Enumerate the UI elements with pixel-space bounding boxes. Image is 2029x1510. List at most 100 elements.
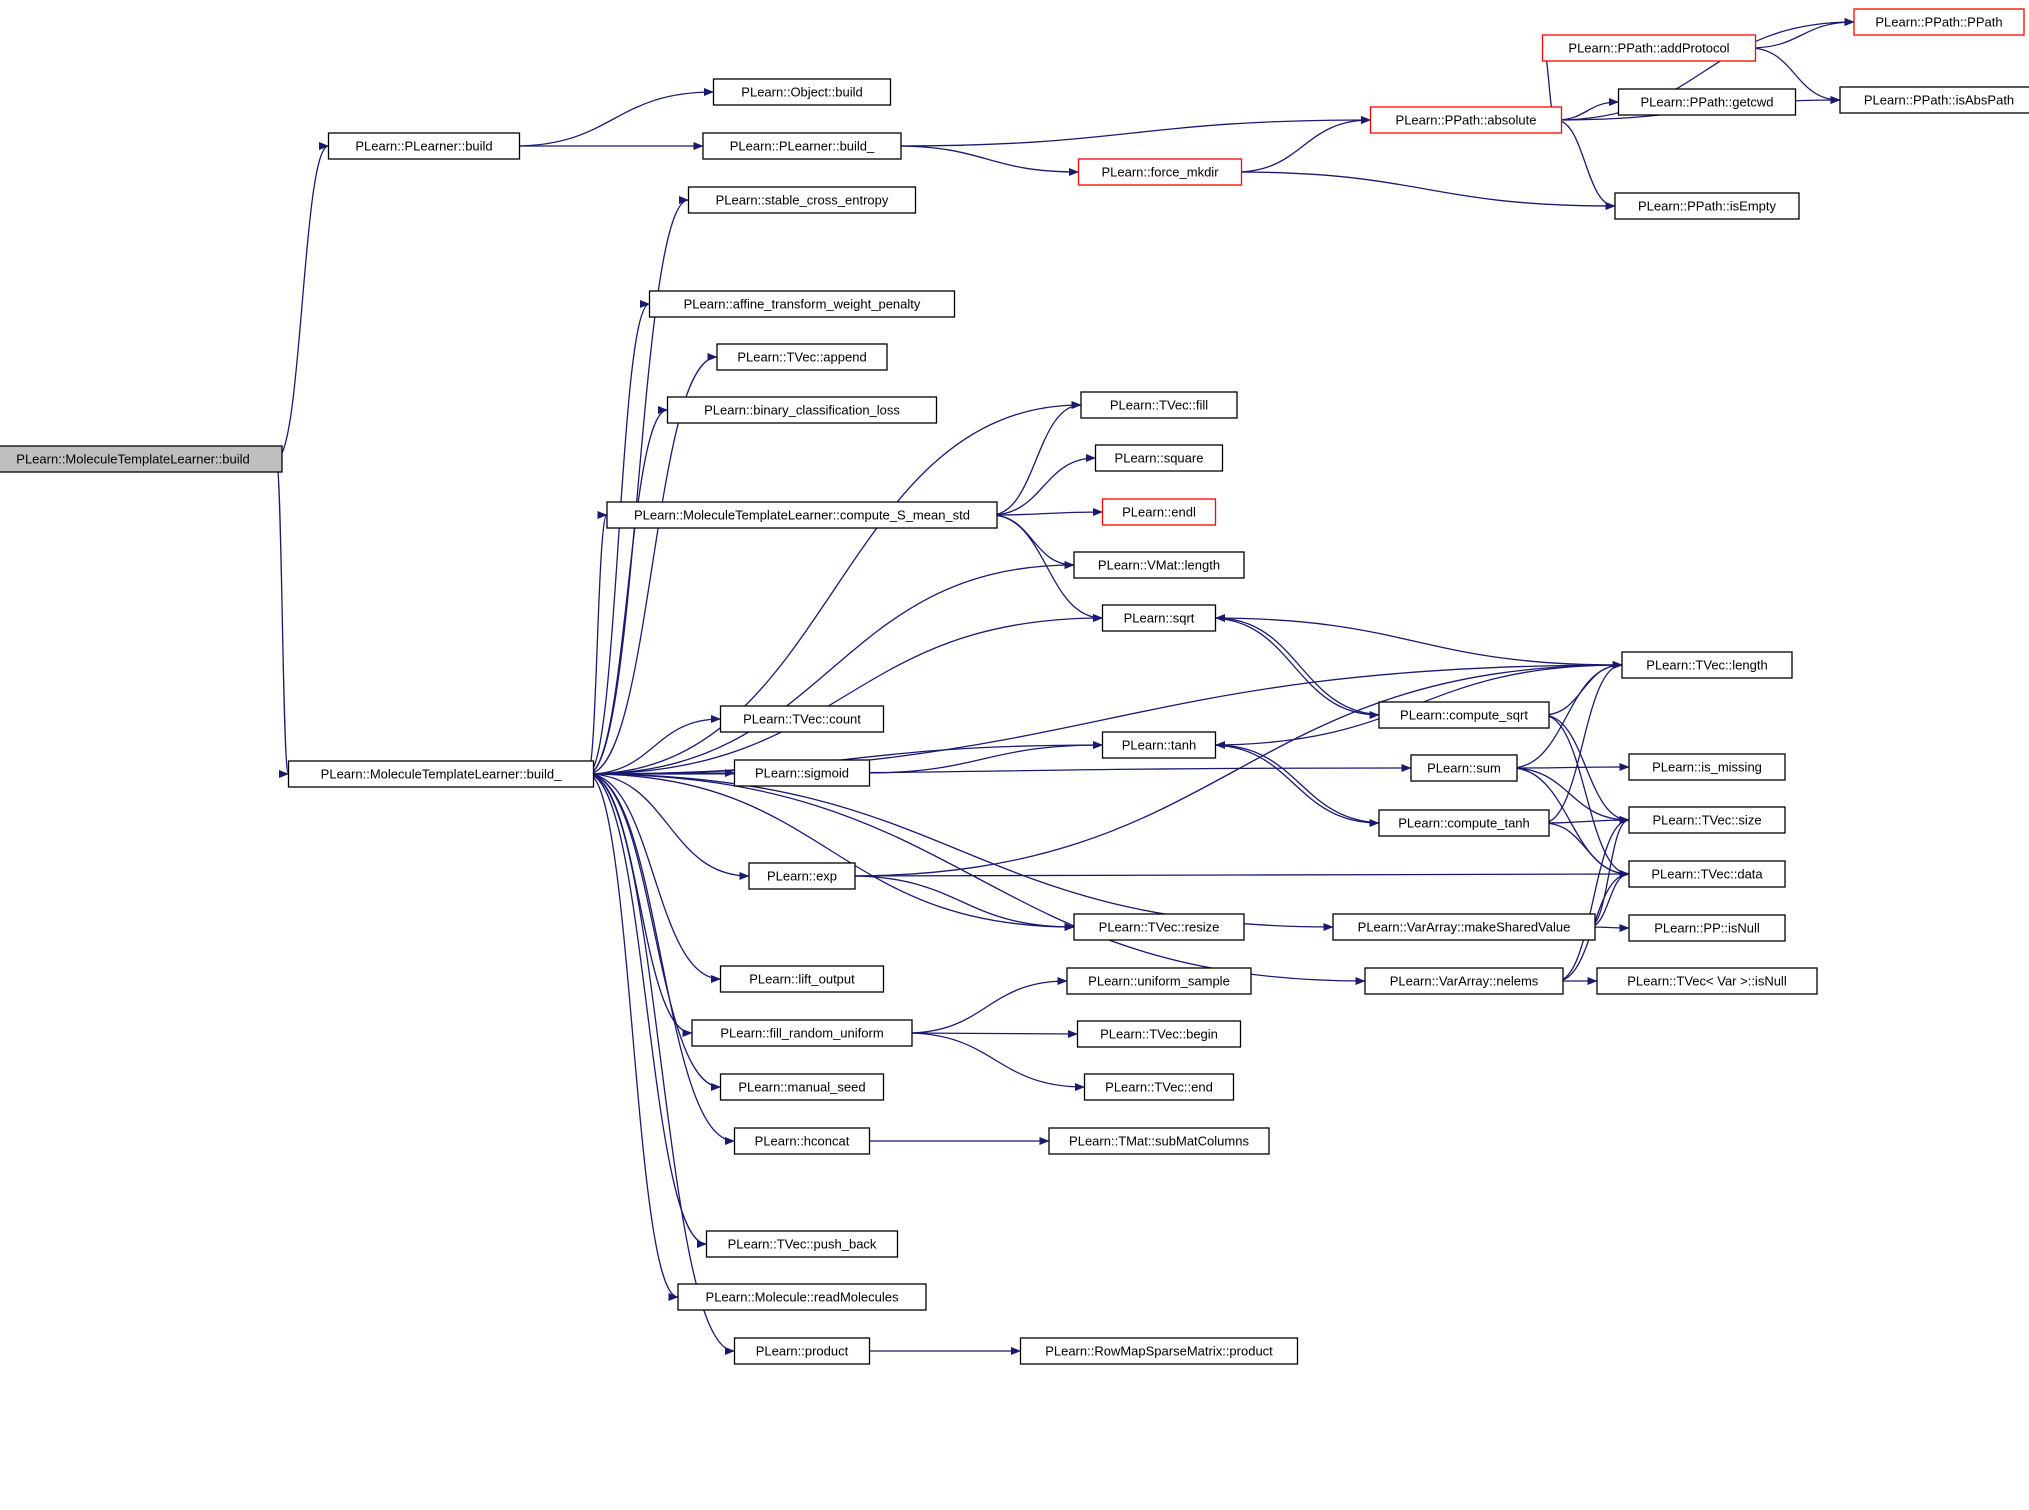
node-tvec-var-isnull[interactable]: PLearn::TVec< Var >::isNull [1596, 967, 1818, 995]
node-sqrt[interactable]: PLearn::sqrt [1101, 604, 1217, 632]
node-label: PLearn::sigmoid [755, 766, 849, 781]
node-tvec-fill[interactable]: PLearn::TVec::fill [1080, 391, 1238, 419]
node-box [1101, 498, 1217, 526]
edge-mtl-build--to-product [587, 773, 735, 1355]
node-pl-build[interactable]: PLearn::PLearner::build [327, 132, 521, 160]
edge-compute-tanh-to-tanh [1215, 741, 1386, 824]
edge-tanh-to-compute-tanh [1209, 744, 1380, 827]
node-nelems[interactable]: PLearn::VarArray::nelems [1364, 967, 1564, 995]
node-box [1628, 914, 1786, 942]
node-ppath-isempty[interactable]: PLearn::PPath::isEmpty [1614, 192, 1800, 220]
node-square[interactable]: PLearn::square [1094, 444, 1224, 472]
node-is-missing[interactable]: PLearn::is_missing [1628, 753, 1786, 781]
node-label: PLearn::TVec::length [1646, 658, 1767, 673]
edge-compute-smstd-to-vmat-length [990, 514, 1075, 569]
node-label: PLearn::compute_sqrt [1400, 708, 1528, 723]
node-box [1410, 754, 1518, 782]
node-affine-twp[interactable]: PLearn::affine_transform_weight_penalty [648, 290, 956, 318]
node-compute-smstd[interactable]: PLearn::MoleculeTemplateLearner::compute… [606, 501, 998, 529]
node-mtl-build-[interactable]: PLearn::MoleculeTemplateLearner::build_ [287, 760, 595, 788]
node-box [733, 1337, 871, 1365]
node-exp[interactable]: PLearn::exp [748, 862, 856, 890]
node-label: PLearn::endl [1122, 505, 1196, 520]
edge-exp-to-tvec-length [848, 661, 1623, 877]
node-endl[interactable]: PLearn::endl [1101, 498, 1217, 526]
node-make-shared[interactable]: PLearn::VarArray::makeSharedValue [1332, 913, 1596, 941]
edge-mtl-build-to-mtl-build- [275, 458, 290, 778]
node-label: PLearn::binary_classification_loss [704, 403, 900, 418]
node-force-mkdir[interactable]: PLearn::force_mkdir [1077, 158, 1243, 186]
node-pl-build-[interactable]: PLearn::PLearner::build_ [702, 132, 902, 160]
node-label: PLearn::PPath::isEmpty [1638, 199, 1777, 214]
node-compute-sqrt[interactable]: PLearn::compute_sqrt [1378, 701, 1550, 729]
edge-mtl-build--to-push-back [587, 773, 707, 1248]
edge-sum-to-tvec-length [1510, 661, 1623, 769]
node-binary-cl[interactable]: PLearn::binary_classification_loss [666, 396, 938, 424]
node-compute-tanh[interactable]: PLearn::compute_tanh [1378, 809, 1550, 837]
node-stable-ce[interactable]: PLearn::stable_cross_entropy [687, 186, 917, 214]
node-manual-seed[interactable]: PLearn::manual_seed [719, 1073, 885, 1101]
node-label: PLearn::VarArray::makeSharedValue [1358, 920, 1571, 935]
node-label: PLearn::product [756, 1344, 849, 1359]
edge-compute-smstd-to-square [990, 454, 1096, 516]
edge-sigmoid-to-tanh [863, 741, 1103, 774]
node-obj-build[interactable]: PLearn::Object::build [712, 78, 892, 106]
node-tvec-length[interactable]: PLearn::TVec::length [1621, 651, 1793, 679]
edge-ppath-addprotocol-to-ppath-isabspath [1749, 47, 1841, 104]
edge-sum-to-is-missing [1510, 763, 1630, 772]
node-tvec-end[interactable]: PLearn::TVec::end [1083, 1073, 1235, 1101]
node-box [719, 965, 885, 993]
edge-mtl-build--to-make-shared [587, 773, 1334, 931]
node-tvec-resize[interactable]: PLearn::TVec::resize [1073, 913, 1245, 941]
node-push-back[interactable]: PLearn::TVec::push_back [705, 1230, 899, 1258]
edge-force-mkdir-to-ppath-absolute [1235, 116, 1371, 173]
node-box [1617, 88, 1797, 116]
node-fill-random[interactable]: PLearn::fill_random_uniform [691, 1019, 913, 1047]
node-label: PLearn::sqrt [1124, 611, 1195, 626]
node-vmat-length[interactable]: PLearn::VMat::length [1073, 551, 1245, 579]
node-tvec-append[interactable]: PLearn::TVec::append [716, 343, 888, 371]
node-box [687, 186, 917, 214]
node-tvec-data[interactable]: PLearn::TVec::data [1628, 860, 1786, 888]
edge-exp-to-tvec-data [848, 870, 1630, 879]
node-label: PLearn::PPath::getcwd [1641, 95, 1774, 110]
node-label: PLearn::sum [1427, 761, 1501, 776]
node-submat[interactable]: PLearn::TMat::subMatColumns [1048, 1127, 1270, 1155]
node-ppath-absolute[interactable]: PLearn::PPath::absolute [1369, 106, 1563, 134]
node-tvec-count[interactable]: PLearn::TVec::count [719, 705, 885, 733]
node-tanh[interactable]: PLearn::tanh [1101, 731, 1217, 759]
node-label: PLearn::stable_cross_entropy [716, 193, 889, 208]
node-lift-output[interactable]: PLearn::lift_output [719, 965, 885, 993]
node-mtl-build[interactable]: PLearn::MoleculeTemplateLearner::build [0, 445, 283, 473]
node-product[interactable]: PLearn::product [733, 1337, 871, 1365]
node-pp-isnull[interactable]: PLearn::PP::isNull [1628, 914, 1786, 942]
node-label: PLearn::compute_tanh [1398, 816, 1530, 831]
edge-fill-random-to-tvec-begin [905, 1029, 1078, 1038]
node-ppath-addprotocol[interactable]: PLearn::PPath::addProtocol [1541, 34, 1757, 62]
node-sigmoid[interactable]: PLearn::sigmoid [733, 759, 871, 787]
edge-compute-smstd-to-sqrt [990, 514, 1103, 622]
node-box [1621, 651, 1793, 679]
node-label: PLearn::force_mkdir [1101, 165, 1219, 180]
node-ppath-isabspath[interactable]: PLearn::PPath::isAbsPath [1839, 86, 2029, 114]
node-read-molecules[interactable]: PLearn::Molecule::readMolecules [677, 1283, 927, 1311]
node-rowmap-product[interactable]: PLearn::RowMapSparseMatrix::product [1019, 1337, 1299, 1365]
edge-mtl-build--to-sqrt [587, 614, 1103, 775]
node-hconcat[interactable]: PLearn::hconcat [733, 1127, 871, 1155]
edge-fill-random-to-tvec-end [905, 1032, 1085, 1091]
edge-mtl-build--to-binary-cl [587, 406, 668, 775]
node-ppath-getcwd[interactable]: PLearn::PPath::getcwd [1617, 88, 1797, 116]
node-tvec-begin[interactable]: PLearn::TVec::begin [1076, 1020, 1242, 1048]
edge-nelems-to-tvec-size [1556, 816, 1630, 982]
node-label: PLearn::RowMapSparseMatrix::product [1045, 1344, 1273, 1359]
node-label: PLearn::Object::build [741, 85, 862, 100]
node-ppath-ppath[interactable]: PLearn::PPath::PPath [1853, 8, 2025, 36]
node-uniform-sample[interactable]: PLearn::uniform_sample [1066, 967, 1252, 995]
edge-mtl-build--to-exp [587, 773, 750, 880]
node-label: PLearn::PPath::addProtocol [1568, 41, 1729, 56]
node-label: PLearn::square [1115, 451, 1204, 466]
node-tvec-size[interactable]: PLearn::TVec::size [1628, 806, 1786, 834]
node-label: PLearn::VarArray::nelems [1390, 974, 1539, 989]
edge-sqrt-to-tvec-length [1209, 617, 1623, 669]
node-sum[interactable]: PLearn::sum [1410, 754, 1518, 782]
